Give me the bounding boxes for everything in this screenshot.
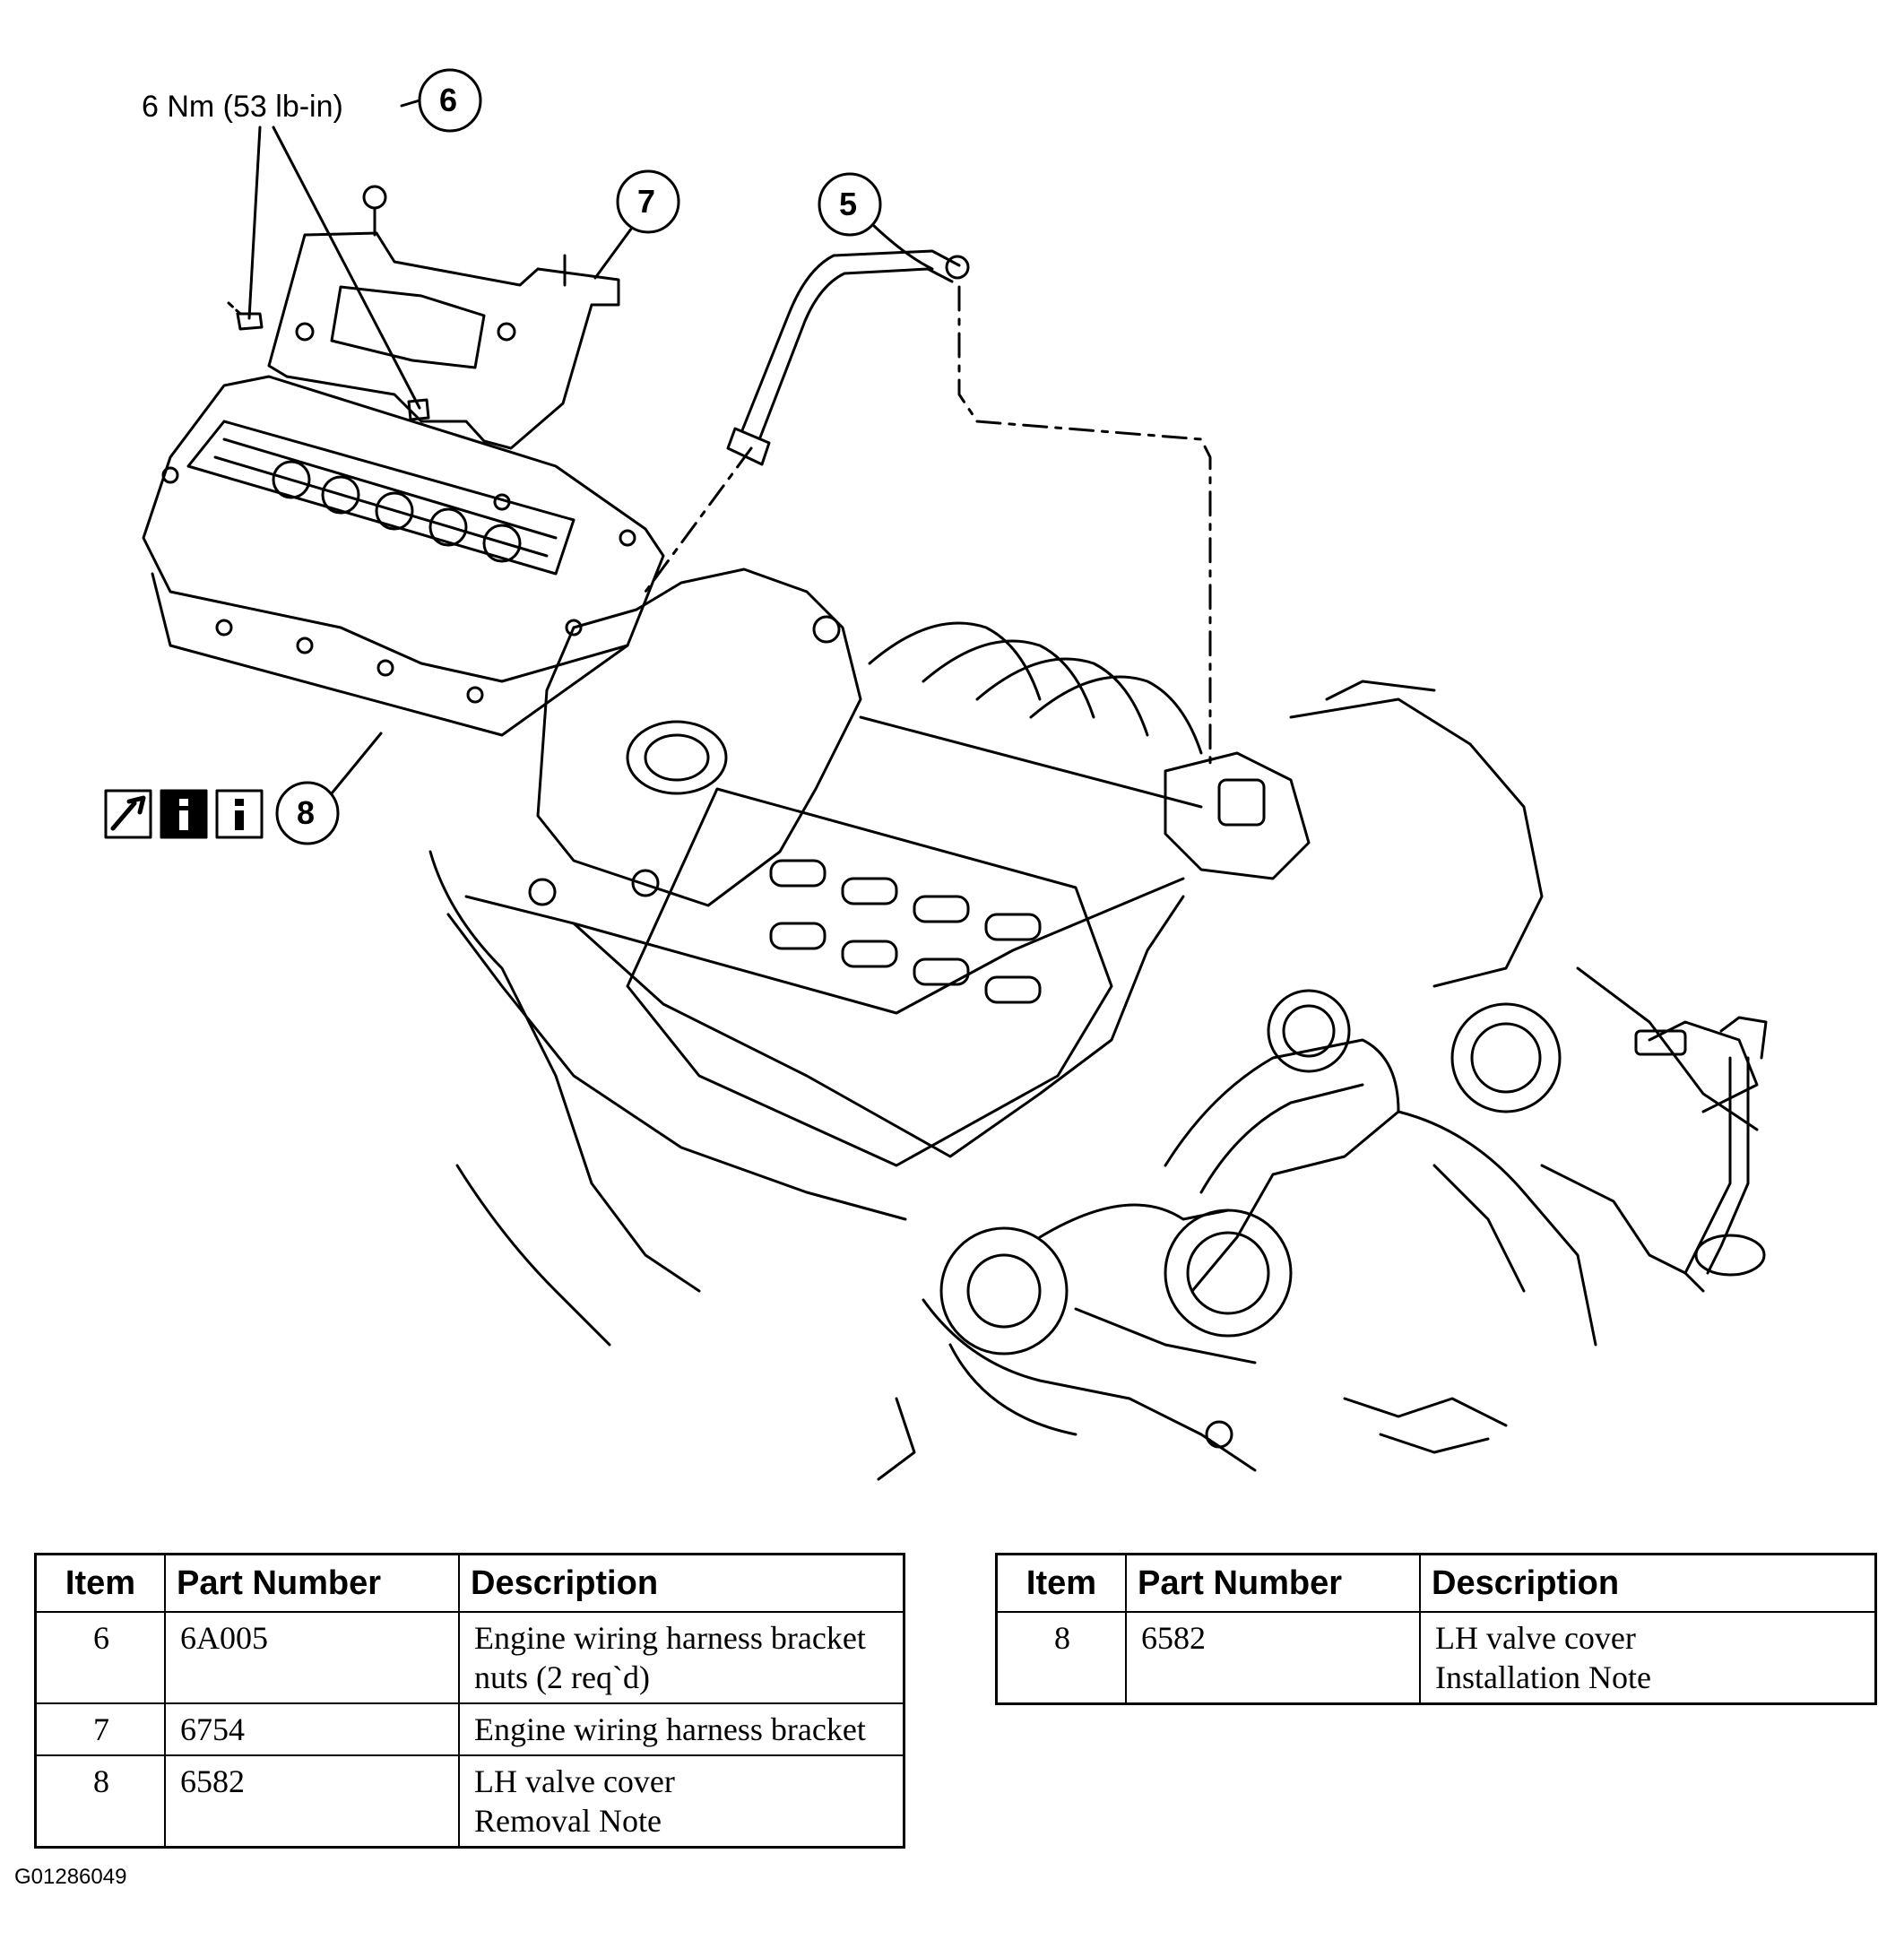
description-line: Engine wiring harness bracket [474, 1711, 866, 1747]
header-part-number: Part Number [164, 1553, 460, 1613]
description-line-2: nuts (2 req`d) [474, 1659, 650, 1695]
item-cell: 7 [34, 1702, 166, 1756]
part-number-cell: 6582 [164, 1754, 460, 1849]
info-icon-outline [215, 789, 264, 839]
bracket-nut [236, 312, 430, 421]
engine-block [428, 787, 1185, 1347]
header-description: Description [458, 1553, 905, 1613]
engine-exploded-diagram: 6 Nm (53 lb-in) 6 7 5 8 [104, 68, 1768, 1481]
callout-8 [275, 781, 340, 845]
parts-table-right: Item Part Number Description 8 6582 LH v… [995, 1553, 1877, 1705]
figure-code: G01286049 [14, 1865, 127, 1889]
torque-label: 6 Nm (53 lb-in) [142, 90, 343, 124]
header-item: Item [34, 1553, 166, 1613]
wiring-harness-bracket [267, 185, 620, 450]
coolant-pipe [1634, 1016, 1768, 1293]
info-icon-filled [160, 789, 208, 839]
item-cell: 8 [995, 1611, 1127, 1705]
description-cell: Engine wiring harness bracket [458, 1702, 905, 1756]
description-line: LH valve cover [474, 1763, 675, 1799]
table-row: 6 6A005 Engine wiring harness bracket nu… [34, 1611, 905, 1704]
description-line: Engine wiring harness bracket [474, 1620, 866, 1656]
intake-manifold-cover [528, 567, 862, 907]
header-part-number: Part Number [1125, 1553, 1421, 1613]
part-number-cell: 6A005 [164, 1611, 460, 1704]
description-cell: Engine wiring harness bracket nuts (2 re… [458, 1611, 905, 1704]
callout-8-number: 8 [297, 794, 315, 831]
description-line-2: Installation Note [1435, 1659, 1651, 1695]
intake-runners [859, 621, 1203, 809]
parts-table-left: Item Part Number Description 6 6A005 Eng… [34, 1553, 905, 1849]
description-line-2: Removal Note [474, 1803, 662, 1839]
header-item: Item [995, 1553, 1127, 1613]
callout-5-number: 5 [839, 186, 857, 222]
header-description: Description [1419, 1553, 1877, 1613]
throttle-body [1164, 680, 1544, 988]
item-cell: 8 [34, 1754, 166, 1849]
part-number-cell: 6754 [164, 1702, 460, 1756]
exhaust-manifold [877, 1298, 1508, 1481]
description-cell: LH valve cover Installation Note [1419, 1611, 1877, 1705]
breather-tube [726, 249, 970, 466]
lh-valve-cover [142, 375, 665, 737]
callout-5 [818, 172, 882, 237]
callout-6 [418, 68, 482, 133]
item-cell: 6 [34, 1611, 166, 1704]
table-row: 8 6582 LH valve cover Installation Note [995, 1611, 1877, 1705]
description-line: LH valve cover [1435, 1620, 1636, 1656]
callout-7-number: 7 [637, 183, 655, 220]
wrench-note-icon [104, 789, 152, 839]
part-number-cell: 6582 [1125, 1611, 1421, 1705]
callout-6-number: 6 [439, 82, 457, 118]
table-row: 7 6754 Engine wiring harness bracket [34, 1702, 905, 1756]
table-row: 8 6582 LH valve cover Removal Note [34, 1754, 905, 1849]
callout-7 [616, 169, 680, 234]
hoses-and-pulleys [939, 966, 1759, 1364]
description-cell: LH valve cover Removal Note [458, 1754, 905, 1849]
